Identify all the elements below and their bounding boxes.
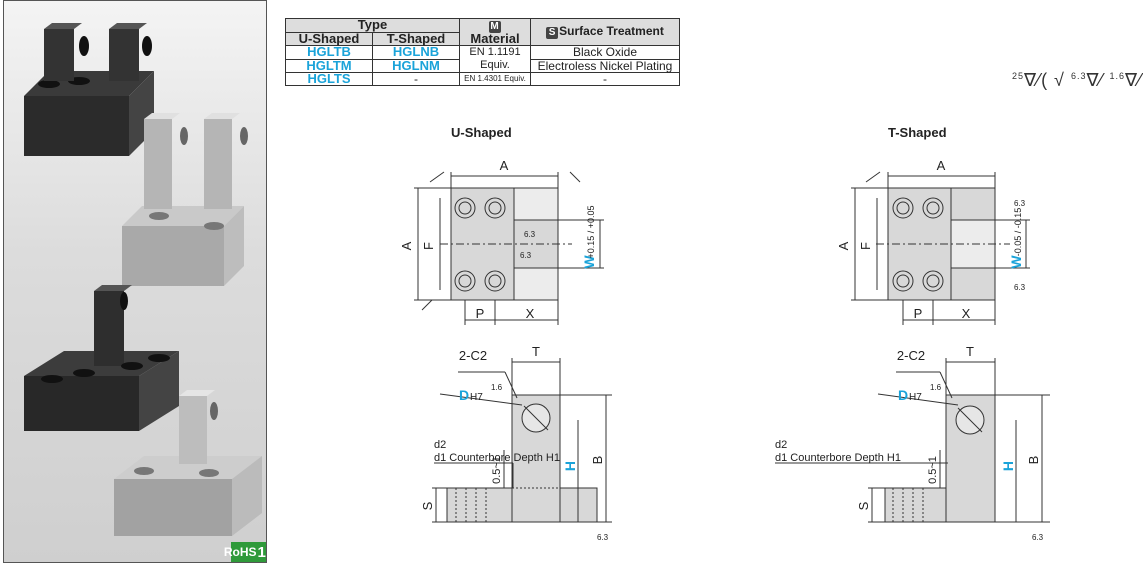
material-header-label: Material [470, 31, 520, 46]
table-cell: HGLNB [372, 45, 460, 60]
u-d2: d2 [434, 439, 446, 451]
t-chamfer-label: 2-C2 [897, 348, 925, 363]
t-dim-D: D [898, 387, 908, 403]
u-dim-H7: H7 [470, 392, 483, 403]
u-rough-d: 1.6 [491, 383, 503, 392]
u-dim-W-tol: +0.15 / +0.05 [586, 205, 596, 258]
t-dim-B: B [1026, 456, 1041, 465]
rohs-number: 10 [257, 543, 267, 561]
t-rough-2: 6.3 [1014, 283, 1026, 292]
table-cell: HGLTB [285, 45, 373, 60]
t-dim-A-top: A [937, 158, 946, 173]
table-row: HGLTM HGLNM Electroless Nickel Plating [285, 58, 680, 73]
t-dim-F: F [858, 242, 873, 250]
t-dim-A-side: A [836, 241, 851, 250]
t-dim-S: S [856, 501, 871, 510]
material-header: MMaterial [459, 18, 531, 46]
u-rough-2: 6.3 [520, 251, 532, 260]
u-dim-H: H [562, 461, 578, 471]
u-d1-label: d1 Counterbore Depth H1 [434, 452, 560, 464]
t-d2: d2 [775, 439, 787, 451]
u-chamfer-label: 2-C2 [459, 348, 487, 363]
t-dim-X: X [962, 306, 971, 321]
t-dim-W: W [1008, 255, 1024, 269]
u-dim-A-top: A [500, 158, 509, 173]
table-cell: Black Oxide [530, 45, 680, 60]
u-shaped-title: U-Shaped [451, 125, 512, 140]
u-shaped-header: U-Shaped [285, 31, 373, 46]
roughness-b: 6.3 [1070, 71, 1087, 81]
table-cell: - [530, 72, 680, 86]
material-mark: M [488, 21, 501, 33]
t-dim-P: P [914, 306, 923, 321]
u-dim-P: P [476, 306, 485, 321]
type-header: Type [285, 18, 460, 33]
u-dim-B: B [590, 456, 605, 465]
t-rough-d: 1.6 [930, 383, 942, 392]
u-rough-bottom: 6.3 [597, 533, 609, 542]
roughness-a: 25 [1012, 71, 1025, 81]
u-dim-S: S [420, 501, 435, 510]
table-row: HGLTB HGLNB EN 1.1191 Equiv. Black Oxide [285, 45, 680, 73]
t-gap: 0.5~1 [927, 456, 939, 484]
t-dim-T: T [966, 344, 974, 359]
roughness-c: 1.6 [1109, 71, 1126, 81]
u-dim-A-side: A [399, 241, 414, 250]
t-dim-H: H [1000, 461, 1016, 471]
t-shaped-title: T-Shaped [888, 125, 947, 140]
table-row: HGLTS - EN 1.4301 Equiv. - [285, 72, 680, 86]
u-dim-X: X [526, 306, 535, 321]
u-rough-1: 6.3 [524, 230, 536, 239]
u-dim-W: W [581, 255, 597, 269]
rohs-label: RoHS [223, 545, 257, 559]
t-rough-bottom: 6.3 [1032, 533, 1044, 542]
t-shaped-header: T-Shaped [372, 31, 460, 46]
product-photo [24, 23, 262, 536]
table-cell: HGLTS [285, 72, 373, 86]
t-dim-W-tol: -0.05 / -0.15 [1013, 208, 1023, 257]
u-dim-D: D [459, 387, 469, 403]
t-d1-label: d1 Counterbore Depth H1 [775, 452, 901, 464]
rohs-badge: RoHS10 [224, 542, 267, 562]
table-cell: - [372, 72, 460, 86]
surface-mark: S [546, 27, 559, 39]
t-rough-1: 6.3 [1014, 199, 1026, 208]
u-dim-T: T [532, 344, 540, 359]
u-dim-F: F [421, 242, 436, 250]
product-photo-panel: RoHS10 [3, 0, 267, 563]
surface-header-label: Surface Treatment [559, 24, 664, 38]
u-gap: 0.5~1 [491, 456, 503, 484]
t-dim-H7: H7 [909, 392, 922, 403]
surface-roughness-note: 25∇⁄( √ 6.3∇⁄ 1.6∇⁄ ) [1012, 70, 1143, 90]
